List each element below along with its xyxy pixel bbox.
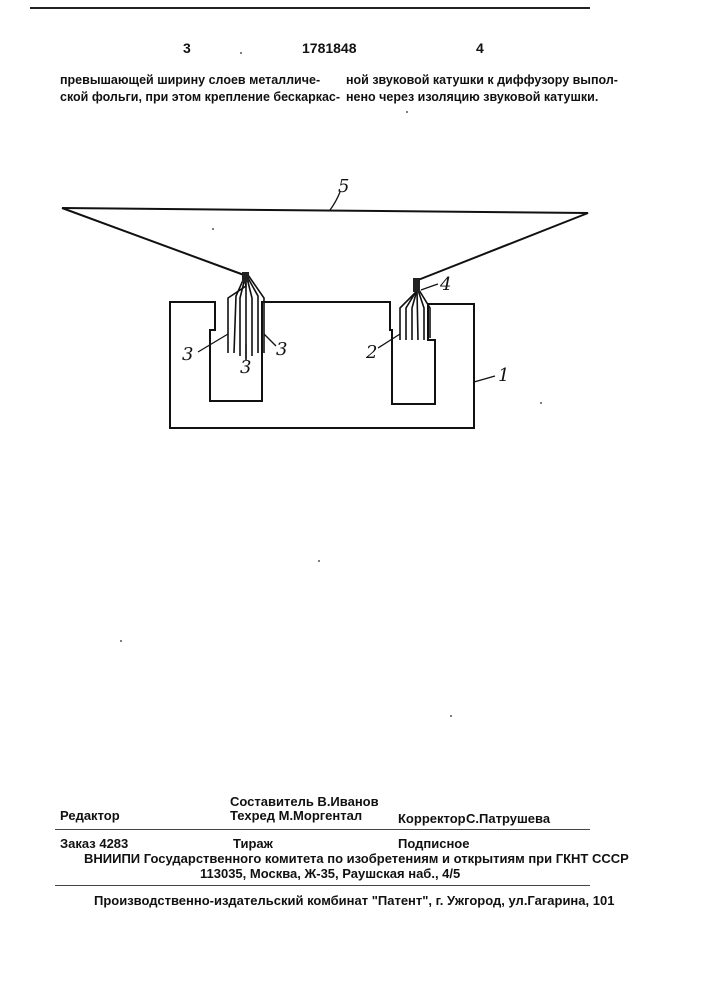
leader-4: [421, 284, 438, 290]
label-3-right: 3: [276, 339, 287, 360]
imprint-rule-top: [55, 829, 590, 830]
loudspeaker-figure: 5 4 3 3 3 2 1: [40, 168, 610, 458]
order-number: Заказ 4283: [60, 836, 128, 851]
tech-editor: Техред М.Моргентал: [230, 808, 362, 823]
leader-3c: [264, 334, 276, 346]
subscription-label: Подписное: [398, 836, 469, 851]
editor-label: Редактор: [60, 808, 120, 823]
left-column-line: превышающей ширину слоев металличе-: [60, 72, 330, 89]
imprint-rule-bottom: [55, 885, 590, 886]
publisher-address: 113035, Москва, Ж-35, Раушская наб., 4/5: [200, 866, 460, 881]
left-column-text: превышающей ширину слоев металличе- ской…: [60, 72, 330, 106]
top-border-line: [30, 7, 590, 9]
circulation-label: Тираж: [233, 836, 273, 851]
diffuser-cone: [62, 208, 588, 280]
label-5: 5: [338, 176, 349, 197]
figure-drawing: 5 4 3 3 3 2 1: [40, 168, 610, 458]
diffuser-cone-left: [62, 208, 244, 275]
label-2: 2: [365, 342, 377, 363]
leader-2: [378, 334, 400, 348]
publisher-org: ВНИИПИ Государственного комитета по изоб…: [84, 851, 629, 866]
patent-number: 1781848: [302, 40, 357, 56]
page-number-left: 3: [183, 40, 191, 56]
label-3-center: 3: [240, 357, 251, 378]
label-3-left: 3: [182, 344, 193, 365]
right-column-line: ной звуковой катушки к диффузору выпол-: [346, 72, 596, 89]
right-column-text: ной звуковой катушки к диффузору выпол- …: [346, 72, 596, 106]
printing-plant: Производственно-издательский комбинат "П…: [94, 893, 614, 908]
label-4: 4: [439, 274, 451, 295]
leader-3a: [198, 334, 228, 352]
left-coil-attachment: [242, 272, 249, 282]
compiler: Составитель В.Иванов: [230, 794, 379, 809]
left-column-line: ской фольги, при этом крепление бескарка…: [60, 89, 330, 106]
proofreader-name: С.Патрушева: [466, 811, 550, 826]
right-column-line: нено через изоляцию звуковой катушки.: [346, 89, 596, 106]
magnet-core: [170, 302, 474, 428]
proofreader-label: Корректор: [398, 811, 466, 826]
label-1: 1: [498, 365, 509, 386]
page-number-right: 4: [476, 40, 484, 56]
leader-1: [474, 376, 495, 382]
right-coil-insulation: [413, 278, 420, 292]
